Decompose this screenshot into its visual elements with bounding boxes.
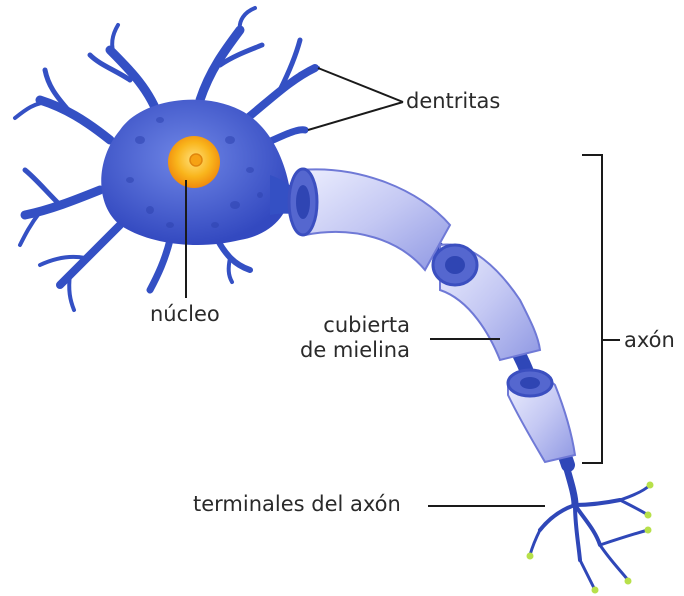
dendrites-label: dentritas xyxy=(406,89,500,114)
myelin-segment-1 xyxy=(300,169,450,270)
axon-terminals-label: terminales del axón xyxy=(193,492,401,517)
myelin-sheath-label: cubierta de mielina xyxy=(300,313,410,363)
axon-label: axón xyxy=(624,328,675,353)
dendrites-leader-upper xyxy=(318,68,403,102)
nucleolus xyxy=(190,154,202,166)
myelin-label-line-1: cubierta xyxy=(300,313,410,338)
dendrites-leader-lower xyxy=(308,102,403,130)
axon-terminals xyxy=(530,462,650,590)
axon-bracket xyxy=(582,155,602,463)
myelin-label-line-2: de mielina xyxy=(300,338,410,363)
nucleus-label: núcleo xyxy=(150,302,220,327)
